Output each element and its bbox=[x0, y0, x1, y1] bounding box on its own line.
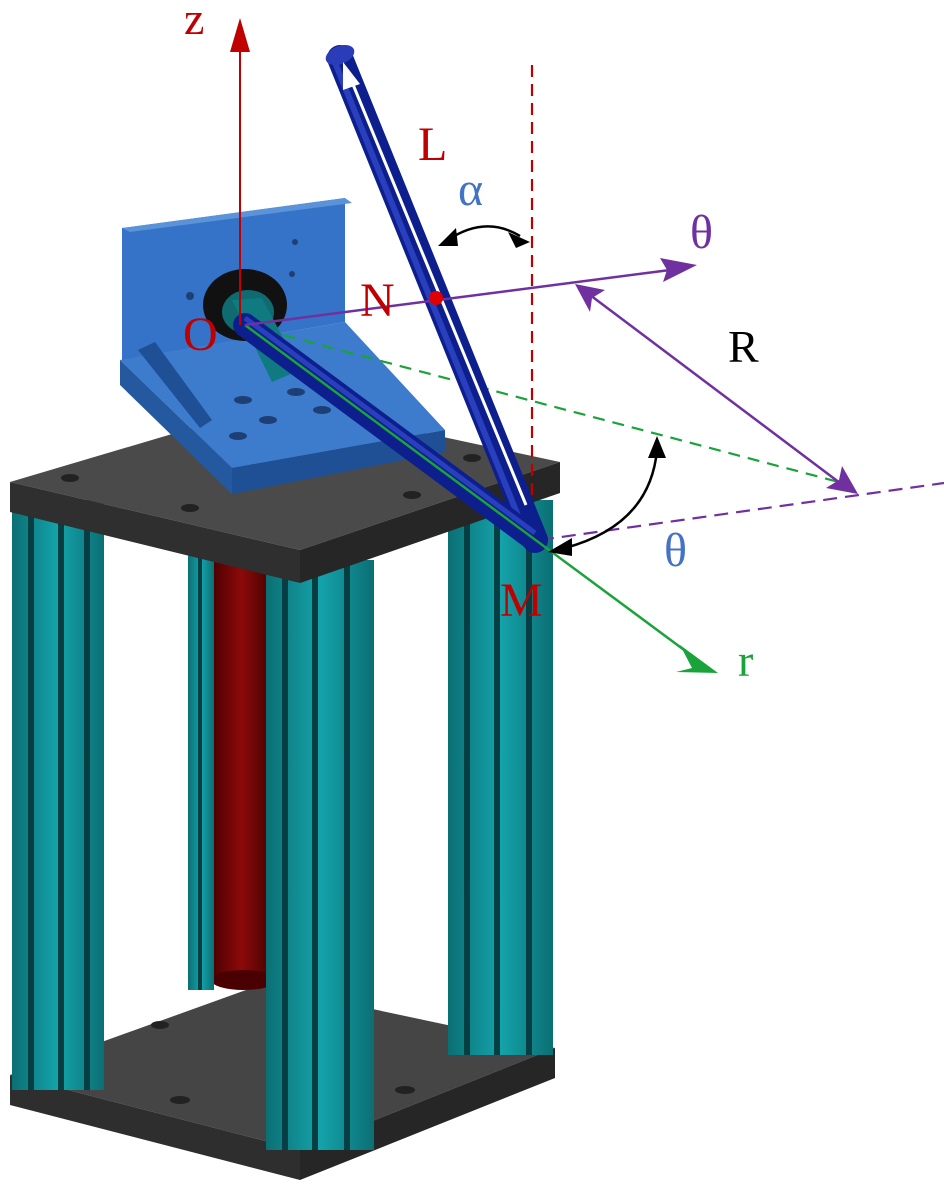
bracket-top-edge bbox=[122, 198, 352, 232]
radius-arrowhead-top bbox=[575, 284, 605, 312]
point-m-label: M bbox=[500, 574, 543, 627]
radius-arrowhead-bottom bbox=[826, 466, 858, 494]
bracket-gusset bbox=[138, 342, 212, 428]
bottom-plate-front bbox=[10, 1075, 300, 1180]
top-plate-side bbox=[300, 462, 560, 583]
pillar-front-right bbox=[266, 560, 374, 1150]
z-axis-label: z bbox=[184, 0, 204, 44]
radius-arrow bbox=[589, 294, 841, 484]
pillar-back-right bbox=[448, 500, 553, 1055]
labels: z O N L α θ R θ M r bbox=[183, 0, 759, 686]
theta-lower-label: θ bbox=[664, 524, 687, 577]
theta-axis bbox=[244, 268, 671, 327]
r-axis-label: r bbox=[738, 635, 753, 686]
purple-dashed-line bbox=[539, 481, 944, 542]
top-plate-front bbox=[10, 482, 300, 583]
length-arrowhead bbox=[343, 62, 360, 90]
angle-arcs bbox=[438, 225, 666, 556]
radius-label: R bbox=[728, 321, 759, 372]
theta-upper-label: θ bbox=[690, 206, 713, 259]
theta-axis-arrowhead bbox=[660, 258, 697, 282]
vectors bbox=[230, 18, 858, 673]
rod-length-label: L bbox=[418, 118, 447, 171]
bracket-base-plate bbox=[120, 322, 445, 468]
r-axis-arrowhead bbox=[676, 645, 718, 673]
bracket-base-left bbox=[120, 360, 232, 494]
alpha-label: α bbox=[458, 163, 483, 216]
origin-label: O bbox=[183, 308, 218, 361]
green-dashed-line bbox=[244, 323, 851, 487]
point-n-label: N bbox=[360, 274, 395, 327]
r-axis bbox=[244, 323, 696, 660]
base-frame bbox=[10, 402, 560, 1180]
pillar-front-left bbox=[12, 500, 104, 1090]
z-axis-arrowhead bbox=[230, 18, 250, 52]
theta-arc bbox=[564, 449, 659, 550]
point-n-marker bbox=[429, 291, 443, 305]
pillar-back-left bbox=[188, 540, 214, 990]
